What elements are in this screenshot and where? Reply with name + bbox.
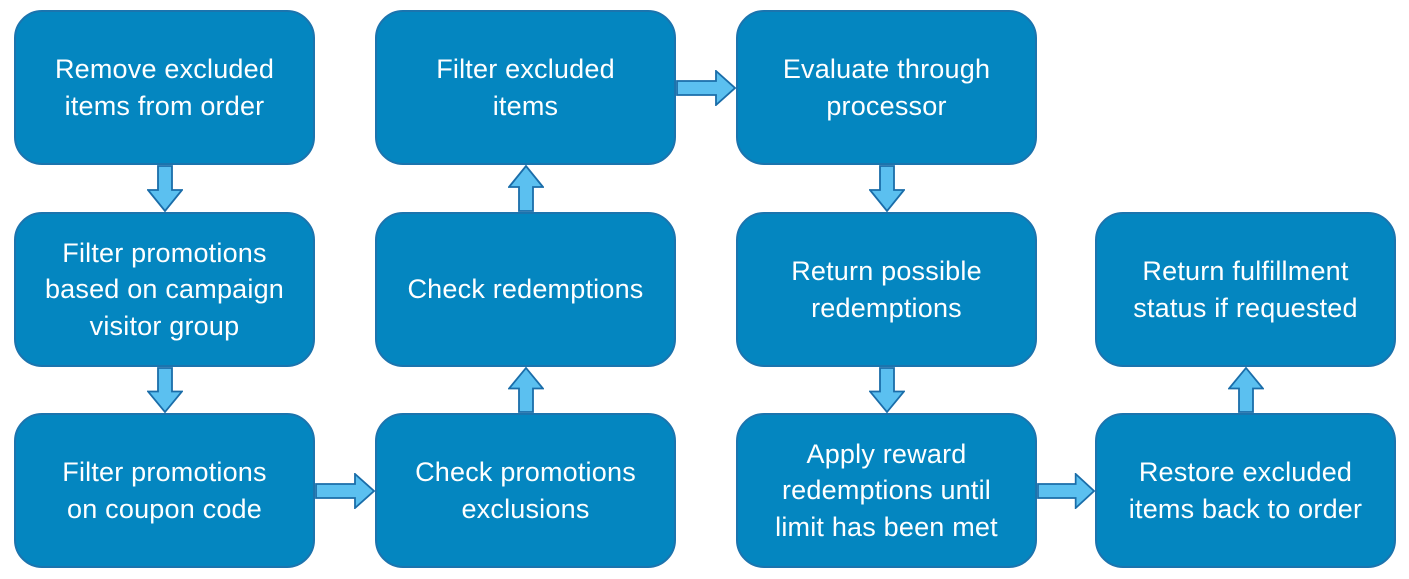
arrow-up-icon — [507, 165, 544, 212]
arrow-down-icon — [146, 367, 183, 413]
arrow-up-icon — [507, 367, 544, 413]
flow-node-return-redemptions: Return possible redemptions — [736, 212, 1037, 367]
flow-node-label: Evaluate through processor — [782, 54, 991, 121]
flow-node-label: Remove excluded items from order — [54, 54, 275, 121]
flow-node-evaluate-processor: Evaluate through processor — [736, 10, 1037, 165]
arrow-right-icon — [1037, 472, 1095, 509]
flow-node-label: Filter promotions based on campaign visi… — [44, 237, 285, 341]
flow-node-filter-excluded-items: Filter excluded items — [375, 10, 676, 165]
flow-node-label: Check promotions exclusions — [415, 457, 636, 524]
arrow-down-icon — [868, 165, 905, 212]
flow-node-label: Apply reward redemptions until limit has… — [775, 438, 998, 542]
arrow-right-icon — [315, 472, 375, 509]
arrow-up-icon — [1227, 367, 1264, 413]
flow-node-remove-excluded-items: Remove excluded items from order — [14, 10, 315, 165]
arrow-right-icon — [676, 69, 736, 106]
flow-node-apply-reward: Apply reward redemptions until limit has… — [736, 413, 1037, 568]
arrow-down-icon — [146, 165, 183, 212]
flow-node-label: Filter excluded items — [436, 54, 615, 121]
flow-node-filter-campaign-visitor: Filter promotions based on campaign visi… — [14, 212, 315, 367]
flow-node-label: Filter promotions on coupon code — [62, 457, 267, 524]
flow-node-check-promo-exclusions: Check promotions exclusions — [375, 413, 676, 568]
flow-node-check-redemptions: Check redemptions — [375, 212, 676, 367]
flow-node-filter-coupon-code: Filter promotions on coupon code — [14, 413, 315, 568]
flow-node-return-fulfillment: Return fulfillment status if requested — [1095, 212, 1396, 367]
flow-node-label: Check redemptions — [407, 274, 644, 305]
flow-node-label: Return fulfillment status if requested — [1133, 256, 1358, 323]
arrow-down-icon — [868, 367, 905, 413]
flow-node-label: Return possible redemptions — [791, 256, 982, 323]
flow-node-label: Restore excluded items back to order — [1128, 457, 1363, 524]
flow-node-restore-excluded-items: Restore excluded items back to order — [1095, 413, 1396, 568]
